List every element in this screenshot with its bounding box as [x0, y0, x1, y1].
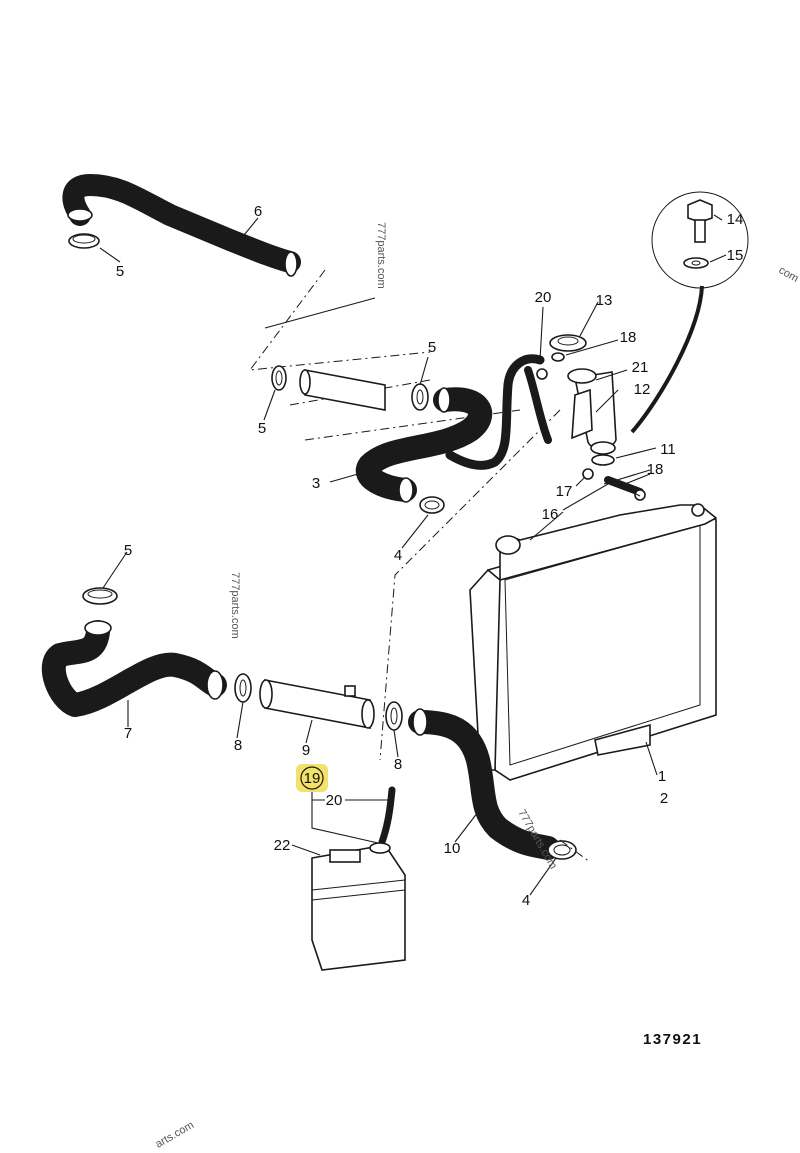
callout-4-lower[interactable]: 4 [522, 892, 530, 909]
bracket-21[interactable] [571, 388, 593, 440]
radiator[interactable] [469, 503, 718, 781]
callout-18-upper[interactable]: 18 [620, 329, 637, 346]
callout-8-right[interactable]: 8 [394, 756, 402, 773]
coolant-reservoir-22[interactable] [311, 842, 406, 971]
figure-number: 137921 [643, 1031, 702, 1048]
clip-18-upper[interactable] [536, 368, 548, 380]
callout-10[interactable]: 10 [444, 840, 461, 857]
center-line [379, 409, 561, 761]
leader-lines [99, 214, 727, 896]
callout-1[interactable]: 1 [658, 768, 666, 785]
clip-18-lower[interactable] [634, 489, 646, 501]
callout-3[interactable]: 3 [312, 475, 320, 492]
clip-18-cap[interactable] [551, 352, 565, 362]
callout-16[interactable]: 16 [542, 506, 559, 523]
center-line [248, 269, 431, 371]
callout-11[interactable]: 11 [660, 441, 676, 458]
hose-7[interactable] [41, 620, 227, 717]
callout-5-top[interactable]: 5 [116, 263, 124, 280]
hose-10[interactable] [408, 708, 560, 860]
callout-2[interactable]: 2 [660, 790, 668, 807]
callout-7[interactable]: 7 [124, 725, 132, 742]
callout-5-mid-left[interactable]: 5 [258, 420, 266, 437]
watermark-text: arts.com [154, 1119, 197, 1150]
hose-3[interactable] [355, 387, 493, 503]
callout-20-lower[interactable]: 20 [326, 792, 343, 809]
hose-clamp-4-lower[interactable] [547, 840, 577, 860]
callout-14[interactable]: 14 [727, 211, 744, 228]
washer-15[interactable] [683, 257, 709, 269]
overflow-hose-20-lower[interactable] [378, 786, 396, 846]
hose-clamp-4-upper[interactable] [419, 496, 445, 514]
detail-leader [630, 285, 704, 434]
hose-clamp-8-left[interactable] [234, 673, 252, 703]
hose-clamp-8-right[interactable] [385, 701, 403, 731]
hose-6[interactable] [62, 174, 301, 277]
watermark-text: 777parts.com [375, 222, 387, 289]
pipe-9[interactable] [259, 679, 375, 729]
center-line [559, 839, 591, 863]
callout-15[interactable]: 15 [727, 247, 744, 264]
callout-12[interactable]: 12 [634, 381, 651, 398]
leader-line [264, 297, 376, 329]
callout-labels: 1 2 3 4 4 5 5 5 5 6 7 8 8 9 10 11 12 13 … [116, 203, 744, 909]
hose-clamp-5-left[interactable] [271, 365, 287, 391]
callout-6[interactable]: 6 [254, 203, 262, 220]
watermark-text: 777parts.com [229, 572, 241, 639]
callout-8-left[interactable]: 8 [234, 737, 242, 754]
overflow-hose-20-upper[interactable] [445, 354, 552, 470]
callout-9[interactable]: 9 [302, 742, 310, 759]
callout-19[interactable]: 19 [304, 770, 321, 787]
hose-clamp-5-right[interactable] [411, 383, 429, 411]
callout-circle-19 [300, 766, 324, 790]
hose-clamp-11[interactable] [591, 454, 615, 466]
callout-21[interactable]: 21 [632, 359, 649, 376]
filler-cap-13[interactable] [549, 334, 587, 352]
bolt-14[interactable] [687, 199, 713, 243]
callout-13[interactable]: 13 [596, 292, 613, 309]
callout-4-upper[interactable]: 4 [394, 547, 402, 564]
center-line [304, 409, 521, 441]
callout-5-lower[interactable]: 5 [124, 542, 132, 559]
vent-hose-16[interactable] [604, 476, 644, 496]
hose-clamp-5-lower[interactable] [82, 587, 118, 605]
clip-17[interactable] [582, 468, 594, 480]
callout-22[interactable]: 22 [274, 837, 291, 854]
watermark-text: com [777, 264, 800, 285]
hose-clamp-5-top[interactable] [68, 233, 100, 249]
connector-pipe-upper[interactable] [299, 369, 386, 411]
callout-5-mid-right[interactable]: 5 [428, 339, 436, 356]
callout-17[interactable]: 17 [556, 483, 573, 500]
callout-20-upper[interactable]: 20 [535, 289, 552, 306]
callout-18-lower[interactable]: 18 [647, 461, 664, 478]
